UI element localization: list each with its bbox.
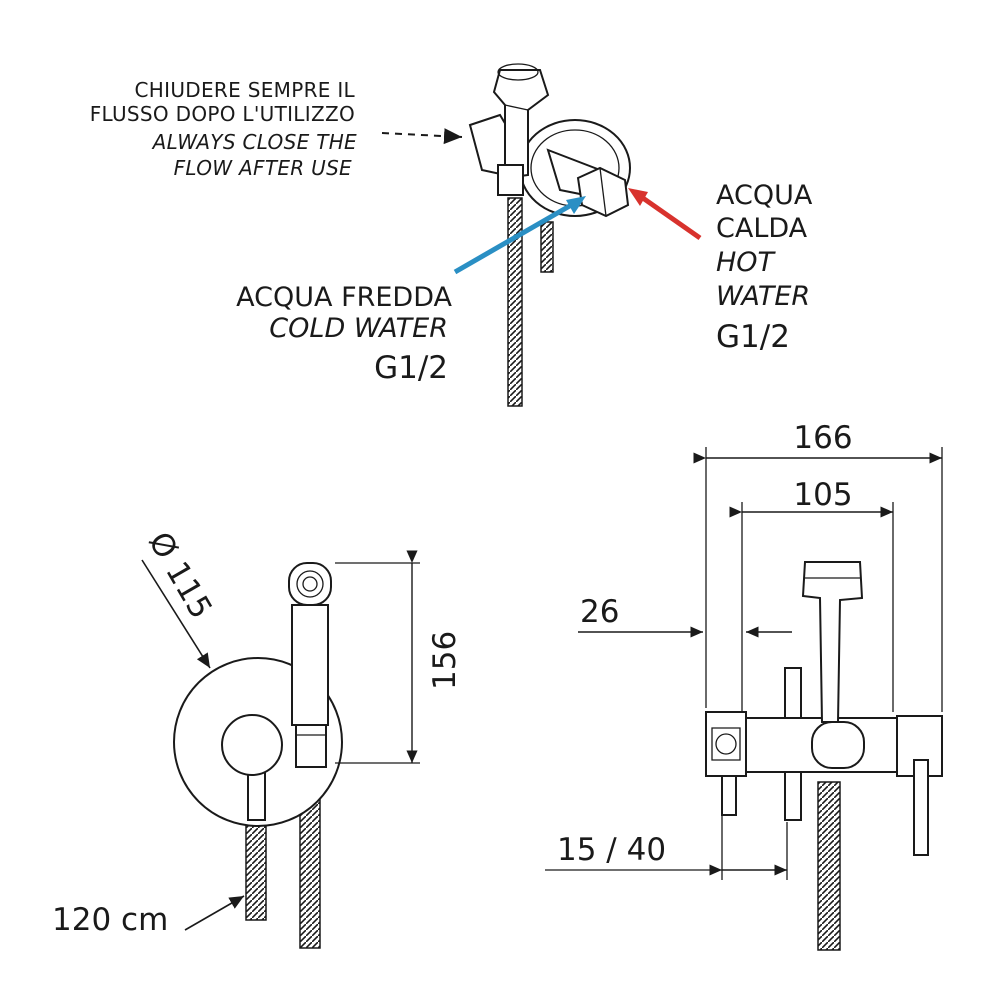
side-handset (801, 561, 864, 723)
hose-leader (184, 895, 245, 931)
wall-range-label: 15 / 40 (557, 832, 666, 868)
cold-size: G1/2 (374, 350, 448, 386)
inner-width-label: 105 (793, 477, 852, 513)
hot-water-label: ACQUA CALDA HOT WATER G1/2 (716, 180, 813, 355)
cold-en: COLD WATER (269, 313, 448, 344)
depth-label: 26 (580, 594, 619, 630)
front-knob (221, 714, 283, 776)
top-hose (507, 197, 523, 407)
cold-water-label: ACQUA FREDDA COLD WATER G1/2 (236, 282, 452, 386)
front-holder (295, 724, 327, 768)
note-en-2: FLOW AFTER USE (174, 156, 352, 180)
side-lever-housing (896, 715, 943, 777)
side-pipe (721, 774, 737, 816)
hot-it-2: CALDA (716, 213, 808, 244)
height-label: 156 (427, 631, 463, 690)
diameter-leader (141, 559, 211, 669)
side-holder (811, 721, 865, 769)
front-handset-body (291, 604, 329, 726)
cold-it: ACQUA FREDDA (236, 282, 452, 313)
hot-size: G1/2 (716, 319, 790, 355)
close-flow-note: CHIUDERE SEMPRE IL FLUSSO DOPO L'UTILIZZ… (90, 78, 357, 180)
top-isometric-view (468, 63, 631, 407)
note-it-2: FLUSSO DOPO L'UTILIZZO (90, 102, 355, 126)
side-knob (705, 711, 747, 777)
close-flow-arrow (381, 128, 463, 145)
top-stub-pipe (540, 221, 554, 273)
diameter-label: Ø 115 (141, 526, 219, 625)
side-lever (913, 759, 929, 856)
front-view (173, 562, 343, 949)
side-view (705, 561, 943, 951)
hot-it-1: ACQUA (716, 180, 813, 211)
cold-water-arrow (453, 197, 582, 275)
top-clamp (497, 164, 524, 196)
hot-water-arrow (638, 193, 702, 241)
note-en-1: ALWAYS CLOSE THE (151, 130, 357, 154)
front-handset-head (288, 562, 332, 606)
cold-arrow-head (566, 196, 586, 214)
hot-en-2: WATER (716, 281, 810, 312)
total-width-label: 166 (793, 420, 852, 456)
hose-label: 120 cm (52, 902, 168, 938)
note-it-1: CHIUDERE SEMPRE IL (135, 78, 356, 102)
hot-arrow-head (628, 188, 648, 206)
top-handset (492, 69, 550, 180)
side-hose (817, 781, 841, 951)
front-pipe (247, 769, 266, 821)
hot-en-1: HOT (716, 247, 777, 278)
